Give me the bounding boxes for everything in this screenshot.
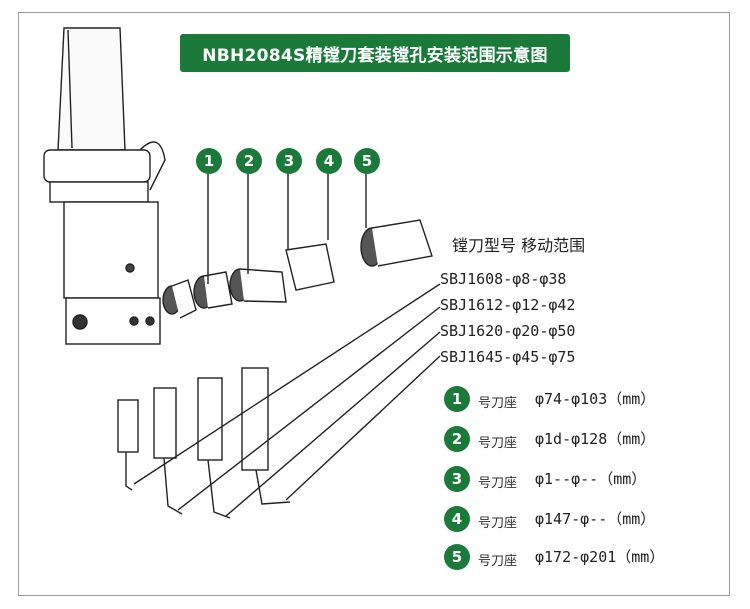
callout-4: 4 xyxy=(316,148,342,174)
seat-label-1: 号刀座 xyxy=(478,396,518,411)
boring-bar-1 xyxy=(117,399,139,491)
callout-5: 5 xyxy=(354,148,380,174)
seat-range-3: φ1--φ--（mm） xyxy=(535,470,647,488)
seat-3-drawing xyxy=(229,268,287,303)
callout-1: 1 xyxy=(196,148,222,174)
seat-badge-4: 4 xyxy=(444,506,470,532)
model-2: SBJ1612-φ12-φ42 xyxy=(440,296,576,314)
model-1: SBJ1608-φ8-φ38 xyxy=(440,270,567,288)
diagram-frame xyxy=(18,12,730,596)
seat-badge-2: 2 xyxy=(444,426,470,452)
seat-range-5: φ172-φ201（mm） xyxy=(535,548,665,566)
seat-badge-3: 3 xyxy=(444,466,470,492)
seat-range-1: φ74-φ103（mm） xyxy=(535,390,656,408)
model-3: SBJ1620-φ20-φ50 xyxy=(440,322,576,340)
seat-1-drawing xyxy=(162,279,197,319)
boring-bar-4 xyxy=(241,367,291,505)
seat-range-2: φ1d-φ128（mm） xyxy=(535,430,656,448)
seat-2-drawing xyxy=(193,271,233,309)
seat-label-3: 号刀座 xyxy=(478,476,518,491)
seat-badge-1: 1 xyxy=(444,386,470,412)
seat-label-2: 号刀座 xyxy=(478,436,518,451)
seat-label-4: 号刀座 xyxy=(478,516,518,531)
model-4: SBJ1645-φ45-φ75 xyxy=(440,348,576,366)
seat-5-drawing xyxy=(360,219,433,267)
boring-bar-2 xyxy=(153,387,183,515)
seat-range-4: φ147-φ--（mm） xyxy=(535,510,656,528)
callout-3: 3 xyxy=(276,148,302,174)
diagram-title: NBH2084S精镗刀套装镗孔安装范围示意图 xyxy=(180,34,570,72)
boring-bar-3 xyxy=(197,377,231,519)
seat-label-5: 号刀座 xyxy=(478,554,518,569)
seat-badge-5: 5 xyxy=(444,544,470,570)
seat-4-drawing xyxy=(285,243,335,291)
table-header: 镗刀型号 移动范围 xyxy=(452,236,586,255)
callout-2: 2 xyxy=(236,148,262,174)
